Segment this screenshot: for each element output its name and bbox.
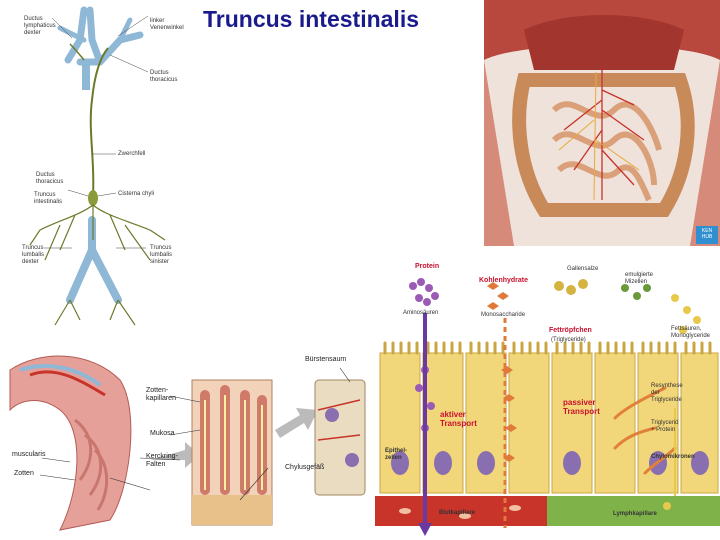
abdomen-illustration: KEN HUB [484, 0, 720, 246]
label-buerstensaum: Bürstensaum [305, 356, 347, 363]
label-ductus-thoracicus: Ductus thoracicus [36, 172, 64, 185]
absorption-diagram: Protein Kohlenhydrate Gallensalze emulgi… [375, 258, 720, 540]
label-cisterna-chyli: Cisterna chyli [118, 191, 155, 197]
label-fettsaeuren: Fettsäuren, Monoglyceride [671, 326, 711, 339]
intestine-wall-drawing [9, 355, 366, 531]
lymph-system-diagram: Ductus lymphaticus dexter linker Venenwi… [0, 0, 200, 330]
label-chylusgefaess: Chylusgefäß [285, 464, 325, 471]
label-linker-venenwinkel: linker Venenwinkel [150, 18, 184, 31]
label-protein: Protein [415, 263, 440, 270]
label-ductus-lymphaticus-dexter: Ductus lymphaticus dexter [24, 16, 56, 36]
label-aktiver-transport: aktiver Transport [440, 410, 477, 428]
label-zotten: Zotten [14, 470, 34, 477]
label-lymphkapillare: Lymphkapillare [613, 511, 657, 517]
lymph-system-drawing [29, 6, 166, 326]
abdomen-drawing [484, 0, 720, 246]
label-aminosaeuren: Aminosäuren [403, 310, 439, 316]
page-title: Truncus intestinalis [203, 6, 419, 32]
label-epithelzellen: Epithel- zellen [385, 448, 407, 461]
label-resynthese: Resynthese der Triglyceride [651, 383, 683, 403]
label-zottenkapillaren: Zotten- kapillaren [146, 387, 176, 402]
label-fettroepfchen: Fettröpfchen [549, 327, 592, 334]
label-passiver-transport: passiver Transport [563, 398, 600, 416]
absorption-drawing [375, 278, 720, 536]
label-ductus-thoracicus-top: Ductus thoracicus [150, 70, 178, 83]
intestine-wall-diagram: Bürstensaum Zotten- kapillaren Mukosa Ke… [0, 340, 375, 540]
label-truncus-lumbalis-dexter: Truncus lumbalis dexter [22, 245, 45, 265]
label-truncus-lumbalis-sinister: Truncus lumbalis sinister [150, 245, 173, 265]
label-muscularis: muscularis [12, 451, 46, 458]
label-truncus-intestinalis: Truncus intestinalis [34, 192, 63, 205]
label-triglycerid-protein: Triglycerid + Protein [651, 420, 679, 433]
label-zwerchfell: Zwerchfell [118, 151, 146, 157]
label-gallensalze: Gallensalze [567, 266, 599, 272]
kenhub-badge: KEN HUB [696, 226, 718, 244]
label-mukosa: Mukosa [150, 430, 175, 437]
label-kohlenhydrate: Kohlenhydrate [479, 277, 529, 284]
label-emulgierte-mizellen: emulgierte Mizellen [625, 272, 654, 285]
label-chylomikronen: Chylomikronen [651, 454, 695, 460]
label-triglyceride: (Triglyceride) [551, 337, 586, 343]
label-blutkapillare: Blutkapillare [439, 510, 476, 516]
label-monosaccharide: Monosaccharide [481, 312, 526, 318]
label-kerckring-falten: Kerckring- Falten [146, 453, 178, 468]
